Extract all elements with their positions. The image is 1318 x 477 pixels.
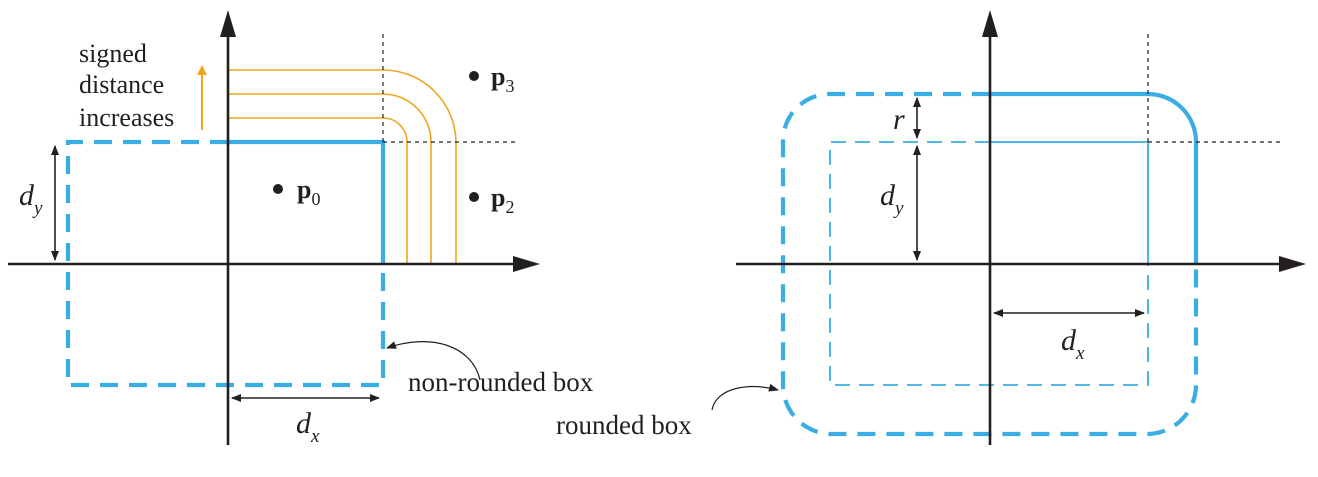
x-axis-arrowhead [513, 256, 540, 272]
non-rounded-box-callout [386, 341, 481, 381]
y-axis-arrowhead-right [982, 10, 998, 37]
increase-note-line-1: signed [79, 39, 147, 68]
point-p0-marker [273, 184, 283, 194]
increase-note-line-2: distance [79, 70, 164, 99]
radius-label: r [893, 103, 905, 136]
non-rounded-box-dashed-outline [65, 139, 386, 388]
left-panel: signed distance increases p0 p2 p3 dy dx… [8, 10, 594, 447]
non-rounded-box-label: non-rounded box [408, 367, 594, 397]
point-p0-label: p0 [297, 175, 320, 209]
isoline-1 [228, 117, 408, 264]
point-p2-marker [469, 192, 479, 202]
dim-dy-label-left: dy [19, 179, 43, 219]
dim-dx-label-right: dx [1061, 324, 1085, 364]
inner-box-dashed-outline [829, 141, 1149, 386]
rounded-box-label: rounded box [556, 410, 692, 440]
isoline-3 [228, 69, 457, 264]
increase-note-line-3: increases [79, 103, 174, 132]
rounded-box-dashed-outline [780, 91, 1199, 437]
distance-isolines [228, 69, 457, 264]
x-axis-arrowhead-right [1279, 256, 1306, 272]
rounded-box-first-quadrant [990, 91, 1199, 264]
dim-dx-label-left: dx [296, 407, 320, 447]
dim-dy-label-right: dy [880, 179, 904, 219]
rounded-box-callout [711, 383, 779, 411]
y-axis-arrowhead [220, 10, 236, 37]
isoline-2 [228, 93, 432, 264]
point-p3-label: p3 [491, 62, 514, 96]
right-panel: r dy dx rounded box [556, 10, 1306, 445]
point-p2-label: p2 [491, 183, 514, 217]
point-p3-marker [469, 71, 479, 81]
inner-box-first-quadrant [990, 141, 1149, 264]
